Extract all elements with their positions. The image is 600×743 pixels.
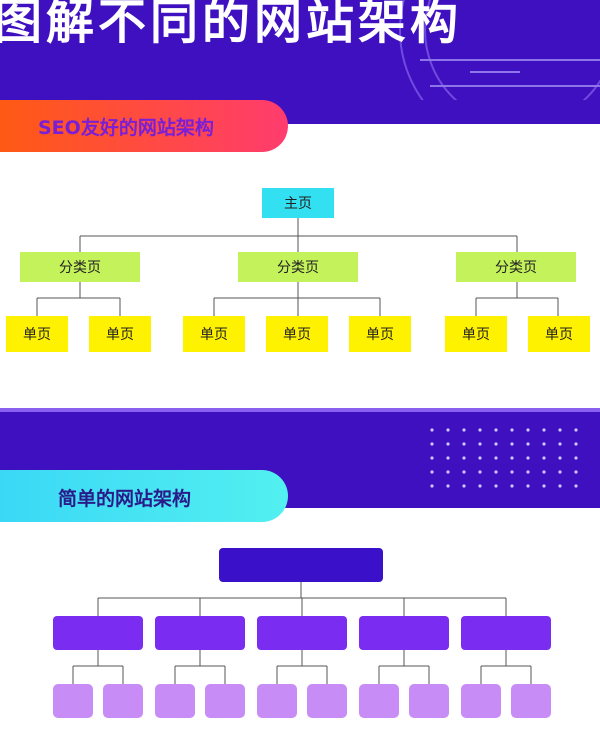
decorative-dot <box>462 442 466 446</box>
decorative-dot <box>526 442 530 446</box>
decorative-dot <box>446 428 450 432</box>
decorative-dot <box>430 484 434 488</box>
seo-category-node: 分类页 <box>238 252 358 282</box>
header-band: 图解不同的网站架构 <box>0 0 600 100</box>
seo-page-node: 单页 <box>6 316 68 352</box>
decorative-dot <box>558 484 562 488</box>
page-title: 图解不同的网站架构 <box>0 0 463 50</box>
decorative-dot <box>510 484 514 488</box>
decorative-dot <box>542 484 546 488</box>
simple-leaf-node <box>409 684 449 718</box>
decorative-circles <box>399 0 600 100</box>
simple-child-node <box>257 616 347 650</box>
decorative-dot <box>446 484 450 488</box>
decorative-dot <box>526 456 530 460</box>
simple-leaf-node <box>511 684 551 718</box>
simple-leaf-node <box>53 684 93 718</box>
simple-leaf-node <box>155 684 195 718</box>
decorative-dot <box>558 470 562 474</box>
decorative-dot <box>526 470 530 474</box>
section-title-seo: SEO友好的网站架构 <box>38 117 214 139</box>
simple-child-node <box>461 616 551 650</box>
decorative-dot <box>574 442 578 446</box>
seo-page-node: 单页 <box>266 316 328 352</box>
decorative-dot <box>494 428 498 432</box>
seo-page-node: 单页 <box>349 316 411 352</box>
decorative-dot <box>510 470 514 474</box>
decorative-dot <box>462 470 466 474</box>
seo-page-node: 单页 <box>445 316 507 352</box>
decorative-dot <box>478 456 482 460</box>
simple-root-node <box>219 548 383 582</box>
decorative-dot <box>462 484 466 488</box>
seo-category-node: 分类页 <box>456 252 576 282</box>
decorative-dot <box>462 428 466 432</box>
decorative-dot <box>478 442 482 446</box>
decorative-dot <box>574 428 578 432</box>
simple-child-node <box>359 616 449 650</box>
decorative-dot <box>574 456 578 460</box>
decorative-dot <box>478 428 482 432</box>
decorative-dot <box>542 456 546 460</box>
decorative-dot <box>542 442 546 446</box>
decorative-dot <box>446 470 450 474</box>
simple-leaf-node <box>307 684 347 718</box>
divider-band-edge <box>0 408 600 412</box>
section-label-seo <box>0 100 288 152</box>
decorative-dot <box>574 470 578 474</box>
section-title-simple: 简单的网站架构 <box>58 488 192 510</box>
decorative-dot <box>430 456 434 460</box>
decorative-dot <box>494 442 498 446</box>
decorative-dot <box>462 456 466 460</box>
seo-page-node: 单页 <box>89 316 151 352</box>
decorative-dot <box>430 470 434 474</box>
decorative-dot <box>526 428 530 432</box>
simple-leaf-node <box>359 684 399 718</box>
decorative-dot <box>494 484 498 488</box>
decorative-dot <box>478 470 482 474</box>
seo-home-node: 主页 <box>262 188 334 218</box>
decorative-dot <box>510 456 514 460</box>
decorative-dots <box>430 428 578 488</box>
decorative-dot <box>558 428 562 432</box>
decorative-dot <box>542 470 546 474</box>
simple-leaf-node <box>103 684 143 718</box>
simple-child-node <box>155 616 245 650</box>
decorative-dot <box>430 442 434 446</box>
section-label-simple <box>0 470 288 522</box>
decorative-dot <box>494 470 498 474</box>
decorative-dot <box>478 484 482 488</box>
seo-page-node: 单页 <box>528 316 590 352</box>
decorative-dot <box>510 442 514 446</box>
decorative-dot <box>526 484 530 488</box>
decorative-dot <box>558 456 562 460</box>
simple-leaf-node <box>461 684 501 718</box>
simple-child-node <box>53 616 143 650</box>
seo-category-node: 分类页 <box>20 252 140 282</box>
decorative-dot <box>430 428 434 432</box>
decorative-dot <box>510 428 514 432</box>
simple-leaf-node <box>257 684 297 718</box>
decorative-dot <box>446 442 450 446</box>
decorative-dot <box>542 428 546 432</box>
seo-page-node: 单页 <box>183 316 245 352</box>
decorative-dot <box>574 484 578 488</box>
decorative-dot <box>494 456 498 460</box>
simple-leaf-node <box>205 684 245 718</box>
decorative-dot <box>446 456 450 460</box>
decorative-dot <box>558 442 562 446</box>
